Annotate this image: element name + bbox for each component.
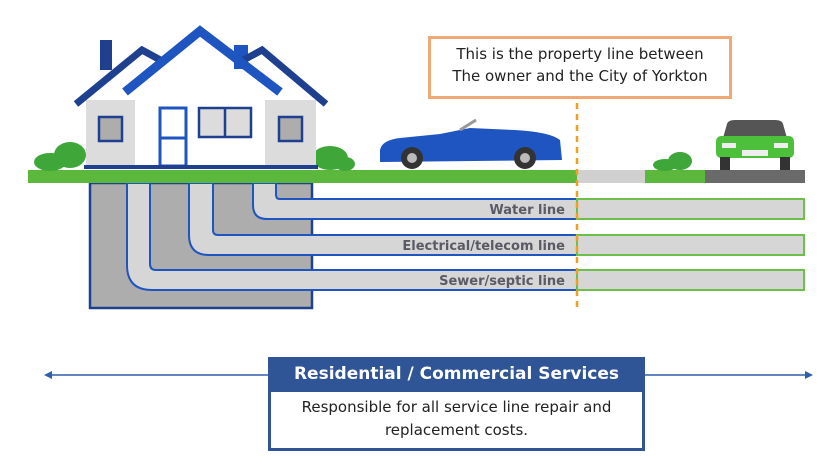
water-line-label: Water line [489, 203, 565, 218]
services-line-2: replacement costs. [384, 421, 529, 439]
services-line-1: Responsible for all service line repair … [301, 398, 612, 416]
ground-grass [28, 170, 577, 183]
sidewalk [577, 170, 645, 183]
house-icon [73, 25, 329, 169]
sewer-pipe-city [576, 269, 805, 291]
property-line-callout: This is the property line between The ow… [428, 36, 732, 99]
electrical-pipe-city [576, 234, 805, 256]
road [705, 170, 805, 183]
services-description: Responsible for all service line repair … [268, 392, 645, 451]
bush-icon [34, 142, 692, 171]
sewer-line-label: Sewer/septic line [439, 274, 565, 289]
callout-line-2: The owner and the City of Yorkton [452, 67, 708, 85]
car-icon [380, 118, 562, 169]
car-front-icon [716, 120, 794, 170]
services-title: Residential / Commercial Services [268, 357, 645, 392]
callout-line-1: This is the property line between [456, 45, 704, 63]
water-pipe-city [576, 198, 805, 220]
boulevard-grass [645, 170, 705, 183]
electrical-line-label: Electrical/telecom line [402, 239, 565, 254]
